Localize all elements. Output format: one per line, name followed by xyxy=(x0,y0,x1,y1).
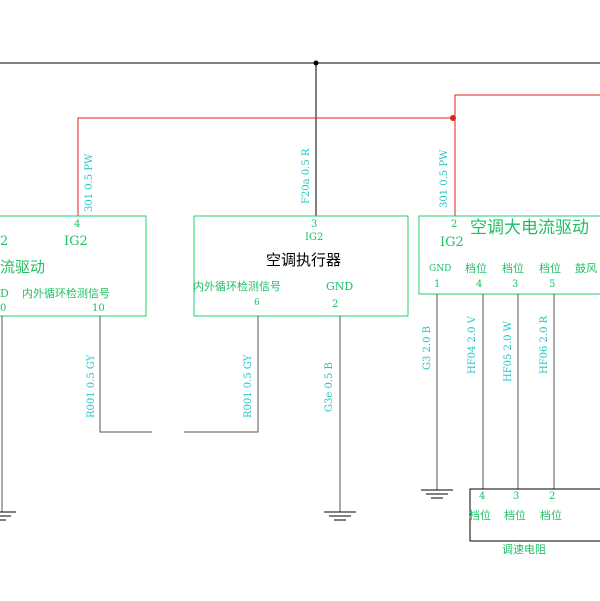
resistor-name: 调速电阻 xyxy=(502,543,546,556)
middle-ig2-label: IG2 xyxy=(305,232,323,243)
wire-label-hf04: HF04 2.0 V xyxy=(467,315,478,374)
middle-module-name: 空调执行器 xyxy=(266,251,341,269)
right-ig2-label: IG2 xyxy=(440,235,464,250)
right-module-name: 空调大电流驱动 xyxy=(470,218,589,238)
right-fan-label: 鼓风 xyxy=(575,261,597,275)
resistor-pin-c: 2 xyxy=(549,491,555,502)
left-driver-module xyxy=(0,215,147,317)
left-signal-label: 内外循环检测信号 xyxy=(22,286,110,300)
wire-label-f20a: F20a 0.5 R xyxy=(301,148,312,204)
resistor-gear-a: 档位 xyxy=(469,508,491,522)
wire-label-r001-left: R001 0.5 GY xyxy=(86,354,97,418)
wire-r001-left xyxy=(99,316,152,433)
left-module-name: 流驱动 xyxy=(0,258,45,276)
ac-actuator-module xyxy=(193,215,409,317)
middle-pin-gnd: 2 xyxy=(332,299,338,310)
resistor-pin-b: 3 xyxy=(513,491,519,502)
right-pin-gear2: 3 xyxy=(512,279,518,290)
wire-label-r001-mid: R001 0.5 GY xyxy=(243,354,254,418)
resistor-gear-c: 档位 xyxy=(540,508,562,522)
wire-label-hf06: HF06 2.0 R xyxy=(539,315,550,374)
right-pin-gear1: 4 xyxy=(476,279,482,290)
red-junction-dot xyxy=(450,115,456,121)
left-ig2-label: IG2 xyxy=(64,234,88,249)
right-pin-gear3: 5 xyxy=(549,279,555,290)
left-pin-left: 2 xyxy=(0,234,8,249)
speed-control-resistor xyxy=(469,488,600,542)
ac-high-current-driver-module xyxy=(418,215,600,295)
red-top-wire xyxy=(454,94,600,118)
middle-signal-label: 内外循环检测信号 xyxy=(193,279,281,293)
middle-pin-top: 3 xyxy=(311,219,317,230)
right-gear-label-1: 档位 xyxy=(465,261,487,275)
wire-label-301-right: 301 0.5 PW xyxy=(439,149,450,208)
right-gear-label-2: 档位 xyxy=(502,261,524,275)
right-pin-gnd: 1 xyxy=(434,279,440,290)
right-gnd-label: GND xyxy=(429,264,451,274)
wire-label-g3: G3 2.0 B xyxy=(422,326,433,370)
left-pin-top: 4 xyxy=(74,219,80,230)
right-gear-label-3: 档位 xyxy=(539,261,561,275)
wire-label-hf05: HF05 2.0 W xyxy=(503,320,514,382)
wire-label-g3e: G3e 0.5 B xyxy=(324,362,335,412)
middle-gnd-label: GND xyxy=(326,280,353,293)
wire-r001-mid xyxy=(184,316,259,433)
red-feed-wire xyxy=(77,117,456,216)
left-pin-gnd-partial: 0 xyxy=(0,303,6,314)
wire-label-301-left: 301 0.5 PW xyxy=(84,153,95,212)
right-pin-top: 2 xyxy=(451,219,457,230)
resistor-gear-b: 档位 xyxy=(504,508,526,522)
resistor-pin-a: 4 xyxy=(479,491,485,502)
left-pin-signal: 10 xyxy=(92,303,105,314)
middle-pin-signal: 6 xyxy=(254,298,260,308)
left-gnd-partial: D xyxy=(0,287,9,300)
